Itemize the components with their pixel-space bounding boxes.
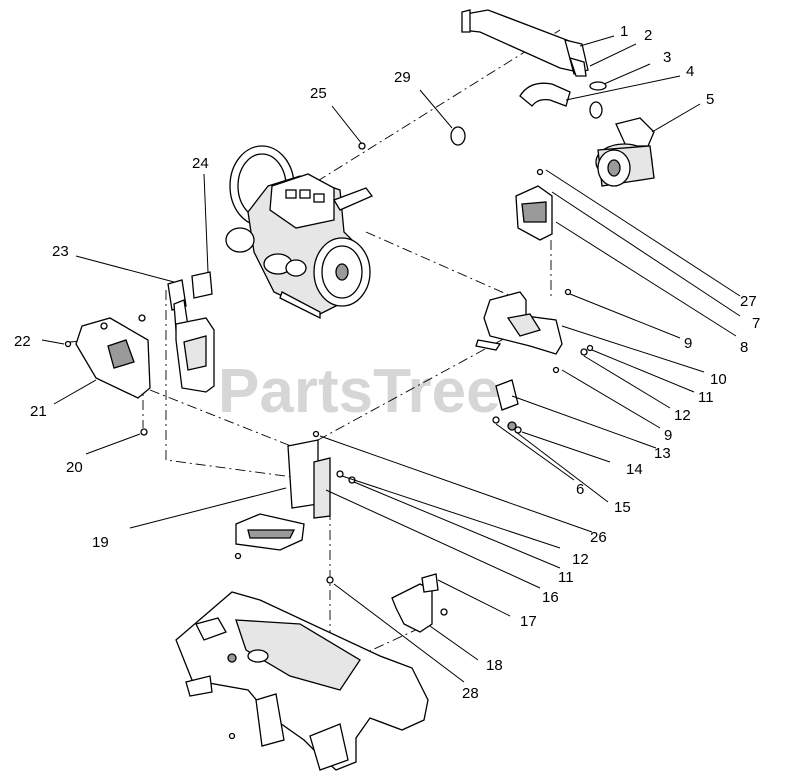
callout-2: 2 (644, 27, 652, 44)
hose-clamp-icon (589, 81, 607, 91)
lower-bracket (235, 513, 305, 551)
air-intake-tube (461, 9, 589, 77)
callout-3: 3 (663, 49, 671, 66)
callout-21: 21 (30, 403, 47, 420)
callout-19: 19 (92, 534, 109, 551)
callout-6: 6 (576, 481, 584, 498)
callout-9: 9 (684, 335, 692, 352)
callout-22: 22 (14, 333, 31, 350)
callout-13: 13 (654, 445, 671, 462)
callout-15: 15 (614, 499, 631, 516)
callout-29: 29 (394, 69, 411, 86)
shield-plate (287, 439, 356, 519)
callout-18: 18 (486, 657, 503, 674)
heat-shield (75, 317, 151, 399)
hose-clamp-icon (589, 101, 603, 119)
callout-1: 1 (620, 23, 628, 40)
callout-26: 26 (590, 529, 607, 546)
callout-11: 11 (698, 389, 714, 406)
callout-9b: 9 (664, 427, 672, 444)
callout-10: 10 (710, 371, 727, 388)
callout-12: 12 (674, 407, 691, 424)
exhaust-gasket (191, 271, 213, 299)
engine (225, 145, 374, 320)
callout-28: 28 (462, 685, 479, 702)
callout-12b: 12 (572, 551, 589, 568)
callout-27: 27 (740, 293, 757, 310)
callout-16: 16 (542, 589, 559, 606)
callout-11b: 11 (558, 569, 574, 586)
callout-23: 23 (52, 243, 69, 260)
callout-24: 24 (192, 155, 209, 172)
callout-8: 8 (740, 339, 748, 356)
callout-labels: 1 2 3 4 5 6 7 8 9 9 10 11 11 12 12 13 14… (14, 23, 760, 702)
engine-bracket (475, 291, 563, 355)
mount-plate (495, 379, 519, 411)
callout-7: 7 (752, 315, 760, 332)
elbow-hose (519, 82, 571, 107)
fasteners (64, 142, 594, 740)
callout-4: 4 (686, 63, 694, 80)
frame-bracket (391, 573, 439, 633)
muffler (173, 299, 215, 393)
callout-25: 25 (310, 85, 327, 102)
callout-20: 20 (66, 459, 83, 476)
callout-5: 5 (706, 91, 714, 108)
leader-lines (41, 35, 741, 683)
callout-14: 14 (626, 461, 643, 478)
watermark: PartsTree (218, 357, 501, 426)
callout-17: 17 (520, 613, 537, 630)
chassis-frame (175, 591, 429, 771)
air-cleaner (595, 117, 655, 187)
hose-clamp-icon (450, 126, 466, 146)
